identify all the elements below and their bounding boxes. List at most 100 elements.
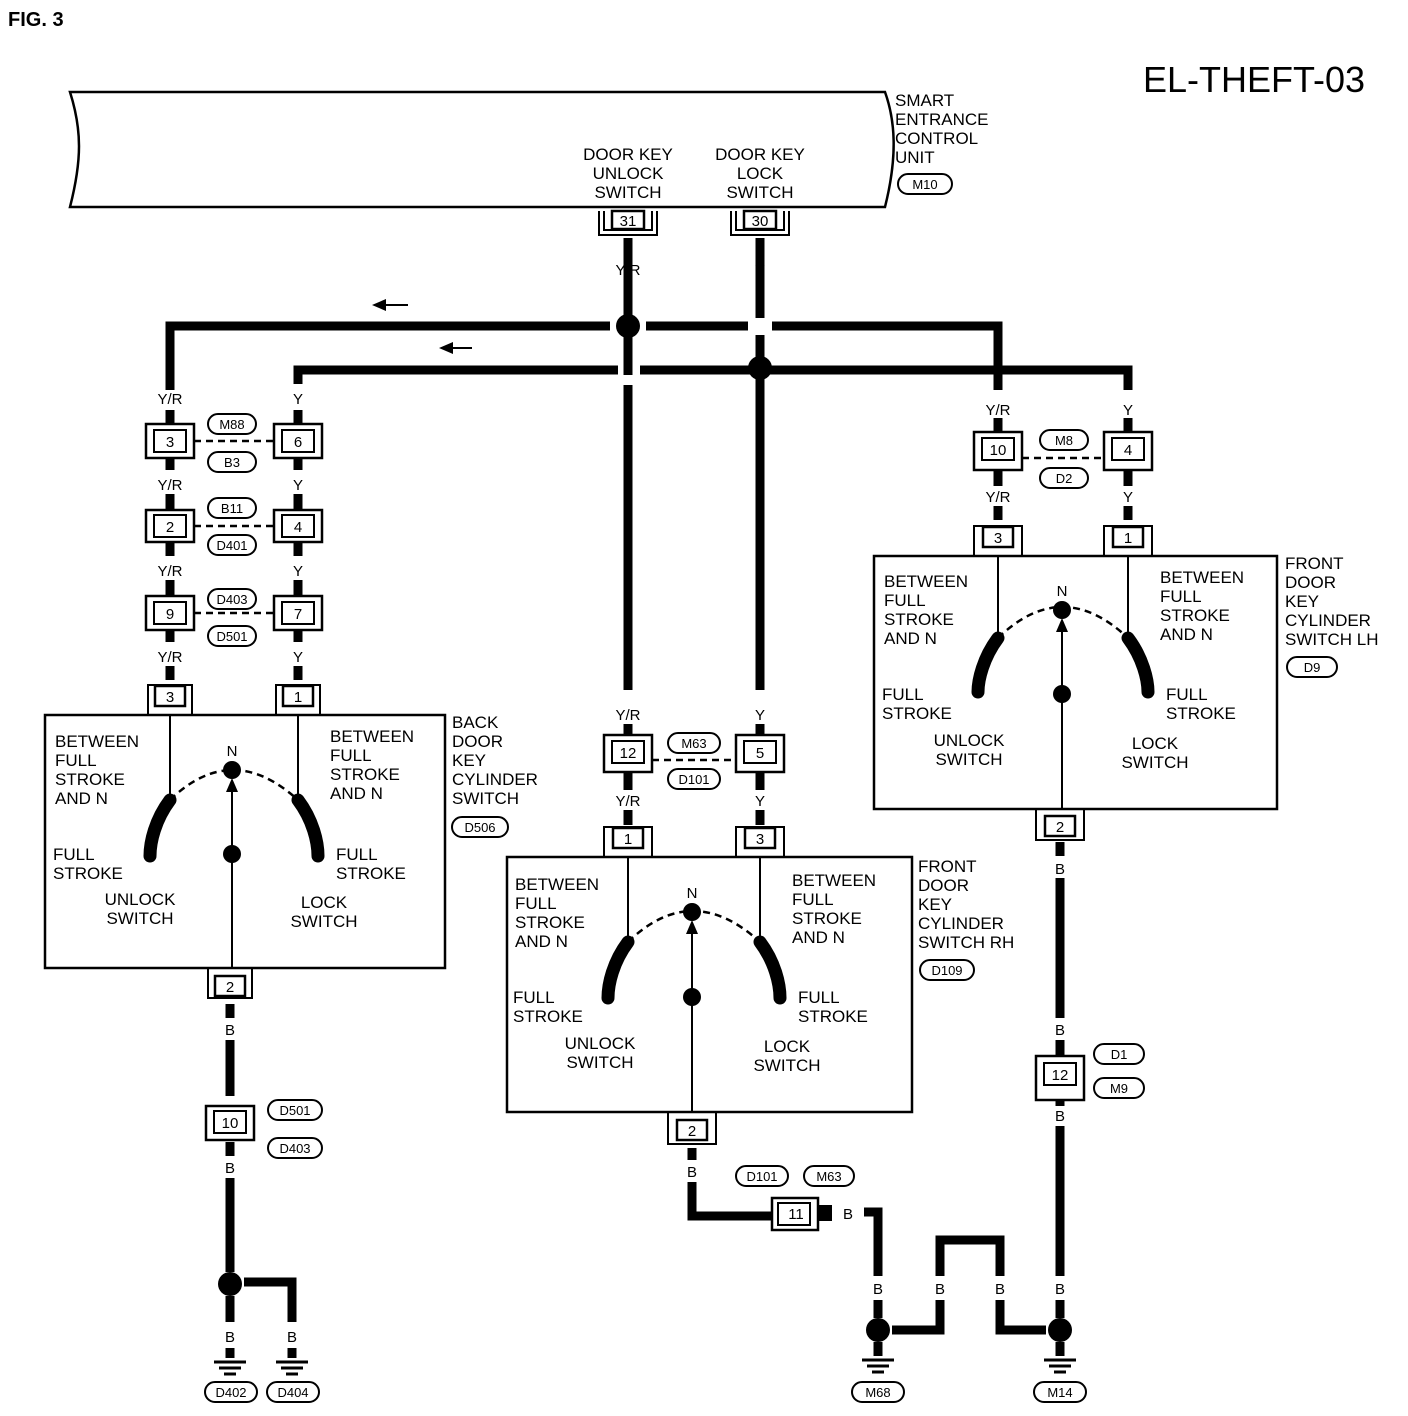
wire-label: Y/R	[157, 649, 182, 666]
wire-label: Y/R	[615, 707, 640, 724]
component-code-capsule	[919, 959, 975, 981]
wire-label: B	[225, 1022, 235, 1039]
unlock-terminal-label-2: UNLOCK	[593, 164, 665, 183]
connector-code: D101	[746, 1169, 777, 1184]
between-label: STROKE	[515, 913, 585, 932]
back-door-key-cylinder-switch: N BETWEEN FULL STROKE AND N BETWEEN FULL…	[43, 713, 538, 970]
between-label: FULL	[792, 890, 834, 909]
between-label: BETWEEN	[1160, 568, 1244, 587]
pin-number: 1	[294, 689, 302, 706]
wire-label: B	[1055, 861, 1065, 878]
flow-arrow	[372, 299, 408, 311]
junction-dot	[218, 1272, 242, 1296]
front-rh-title: FRONT	[918, 857, 977, 876]
between-label: FULL	[1160, 587, 1202, 606]
between-label: AND N	[330, 784, 383, 803]
between-label: BETWEEN	[792, 871, 876, 890]
between-label: STROKE	[55, 770, 125, 789]
between-label: FULL	[55, 751, 97, 770]
wire-label: B	[935, 1281, 945, 1298]
pin-number: 3	[166, 689, 174, 706]
full-stroke-label: STROKE	[798, 1007, 868, 1026]
pin-number: 12	[1052, 1067, 1069, 1084]
connector-code-capsule	[207, 497, 257, 519]
connector-code-capsule	[667, 732, 721, 754]
ground-symbol-icon: M14	[1033, 1358, 1087, 1403]
front-lh-title: CYLINDER	[1285, 611, 1371, 630]
pin-number: 9	[166, 606, 174, 623]
ground-code: D402	[215, 1385, 246, 1400]
pin-number: 2	[226, 979, 234, 996]
connector-code-capsule	[207, 451, 257, 473]
neutral-label: N	[687, 885, 698, 902]
pin-number: 31	[620, 213, 637, 230]
back-door-title: CYLINDER	[452, 770, 538, 789]
wire-label: Y	[293, 477, 303, 494]
connector-code: B3	[224, 455, 240, 470]
pin-number: 3	[166, 434, 174, 451]
connector-code: D501	[279, 1103, 310, 1118]
pin-number: 10	[990, 442, 1007, 459]
front-lh-title: DOOR	[1285, 573, 1336, 592]
pin-number: 10	[222, 1115, 239, 1132]
wire-label: Y	[293, 649, 303, 666]
wire-label: Y/R	[615, 793, 640, 810]
flow-arrow	[439, 342, 472, 354]
pin-number: 1	[624, 831, 632, 848]
wire-label: Y	[755, 262, 765, 279]
connector-code: M63	[816, 1169, 841, 1184]
wire-label: Y	[1123, 489, 1133, 506]
lock-switch-label: SWITCH	[290, 912, 357, 931]
unlock-switch-label: SWITCH	[106, 909, 173, 928]
lock-switch-label: LOCK	[764, 1037, 811, 1056]
wire-label: B	[225, 1329, 235, 1346]
connector-code-capsule	[207, 413, 257, 435]
ground-code-capsule	[266, 1381, 320, 1403]
full-stroke-label: STROKE	[336, 864, 406, 883]
between-label: FULL	[884, 591, 926, 610]
wire-label: Y/R	[985, 402, 1010, 419]
unlock-switch-label: SWITCH	[935, 750, 1002, 769]
front-door-key-cylinder-switch-lh: N BETWEEN FULL STROKE AND N BETWEEN FULL…	[872, 554, 1379, 811]
connector-code-capsule	[667, 768, 721, 790]
wire-label: B	[687, 1164, 697, 1181]
wire-label: Y	[755, 707, 765, 724]
between-label: AND N	[1160, 625, 1213, 644]
component-code-capsule	[1286, 656, 1338, 678]
unit-title-2: ENTRANCE	[895, 110, 989, 129]
pin-number: 7	[294, 606, 302, 623]
pin-number: 3	[756, 831, 764, 848]
connector-code: D501	[216, 629, 247, 644]
connector-code: M88	[219, 417, 244, 432]
front-rh-title: SWITCH RH	[918, 933, 1014, 952]
wire-label: B	[995, 1281, 1005, 1298]
pin-number: 2	[166, 519, 174, 536]
pin-number: 3	[994, 530, 1002, 547]
between-label: STROKE	[330, 765, 400, 784]
front-lh-title: FRONT	[1285, 554, 1344, 573]
wire-label: Y	[293, 391, 303, 408]
wire-label: Y/R	[157, 477, 182, 494]
full-stroke-label: STROKE	[513, 1007, 583, 1026]
connector-code: D403	[216, 592, 247, 607]
wire-label: B	[843, 1206, 853, 1223]
unlock-terminal-label-1: DOOR KEY	[583, 145, 673, 164]
between-label: BETWEEN	[330, 727, 414, 746]
ground-symbol-icon: D404	[266, 1360, 320, 1403]
junction-dot	[748, 356, 772, 380]
connector-code-capsule	[1093, 1077, 1145, 1099]
back-door-title: SWITCH	[452, 789, 519, 808]
ground-code-capsule	[851, 1381, 905, 1403]
pin-number: 30	[752, 213, 769, 230]
connector-code: M8	[1055, 433, 1073, 448]
full-stroke-label: STROKE	[1166, 704, 1236, 723]
full-stroke-label: STROKE	[882, 704, 952, 723]
between-label: BETWEEN	[55, 732, 139, 751]
pin-number: 1	[1124, 530, 1132, 547]
lock-terminal-label-2: LOCK	[737, 164, 784, 183]
between-label: STROKE	[792, 909, 862, 928]
unlock-terminal-label-3: SWITCH	[594, 183, 661, 202]
junction-dot	[866, 1318, 890, 1342]
connector-code: D1	[1111, 1047, 1128, 1062]
between-label: AND N	[792, 928, 845, 947]
